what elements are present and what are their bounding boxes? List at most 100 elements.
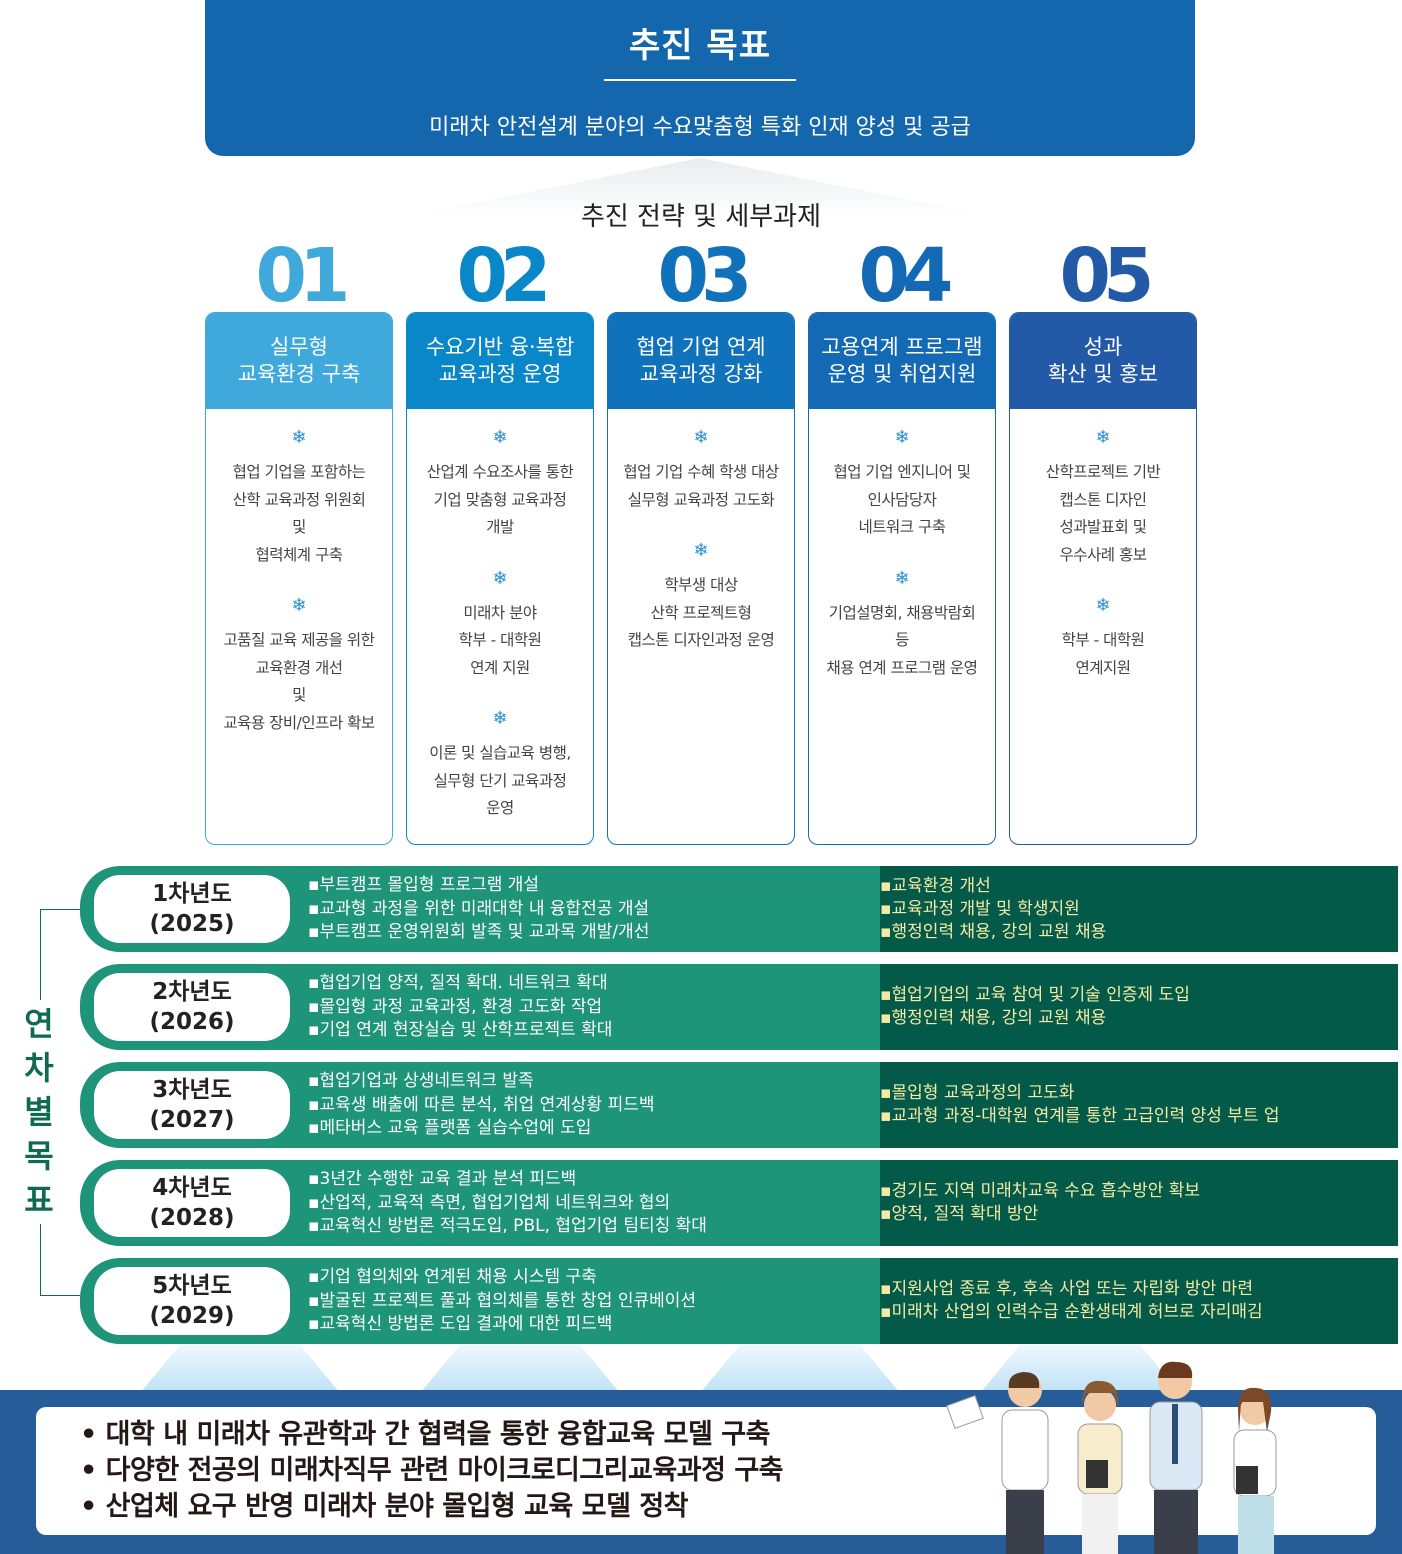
year-goals: ▪협업기업의 교육 참여 및 기술 인증제 도입 ▪행정인력 채용, 강의 교원 …	[862, 964, 1398, 1050]
year-goals: ▪교육환경 개선▪교육과정 개발 및 학생지원▪행정인력 채용, 강의 교원 채…	[862, 866, 1398, 952]
task-item: ▪교과형 과정을 위한 미래대학 내 융합전공 개설	[308, 898, 650, 919]
goal-text: 미래차 안전설계 분야의 수요맞춤형 특화 인재 양성 및 공급	[429, 115, 971, 140]
snowflake-icon: ❄	[291, 427, 307, 448]
goal-title: 추진 목표	[629, 26, 771, 66]
goal-item: ▪행정인력 채용, 강의 교원 채용	[880, 921, 1107, 942]
strategy-column: 고용연계 프로그램 운영 및 취업지원 ❄ 협업 기업 엔지니어 및 인사담당자 네…	[808, 312, 996, 845]
snowflake-icon: ❄	[492, 708, 508, 729]
side-label-char: 표	[24, 1181, 54, 1219]
strategy-title: 고용연계 프로그램 운영 및 취업지원	[809, 313, 995, 409]
strategy-title: 협업 기업 연계 교육과정 강화	[608, 313, 794, 409]
person-icon	[1149, 1361, 1203, 1554]
outcome-item: • 대학 내 미래차 유관학과 간 협력을 통한 융합교육 모델 구축	[80, 1419, 770, 1450]
year-row: ▪교육환경 개선▪교육과정 개발 및 학생지원▪행정인력 채용, 강의 교원 채…	[80, 866, 1398, 952]
person-icon	[1077, 1380, 1123, 1554]
outcome-item: • 다양한 전공의 미래차직무 관련 마이크로디그리교육과정 구축	[80, 1455, 784, 1486]
year-tasks: ▪기업 협의체와 연계된 채용 시스템 구축 ▪발굴된 프로젝트 풀과 협의체를 …	[308, 1266, 696, 1337]
strategy-item: 학부 - 대학원 연계지원	[1061, 631, 1145, 677]
strategy-title: 추진 전략 및 세부과제	[580, 202, 822, 232]
year-label: 1차년도 (2025)	[94, 875, 290, 943]
year-goals: ▪경기도 지역 미래차교육 수요 흡수방안 확보▪양적, 질적 확대 방안	[862, 1160, 1398, 1246]
goal-item: ▪양적, 질적 확대 방안	[880, 1204, 1039, 1224]
goal-item: ▪몰입형 교육과정의 고도화	[880, 1083, 1075, 1103]
strategy-item: 기업설명회, 채용박람회 등 채용 연계 프로그램 운영	[826, 603, 978, 677]
year-tasks: ▪협업기업 양적, 질적 확대. 네트워크 확대 ▪몰입형 과정 교육과정, 환경…	[308, 972, 612, 1043]
arrow-glow	[420, 1345, 620, 1393]
task-item: ▪기업 협의체와 연계된 채용 시스템 구축	[308, 1267, 597, 1287]
strategy-title: 수요기반 융·복합 교육과정 운영	[407, 313, 593, 409]
task-item: ▪몰입형 과정 교육과정, 환경 고도화 작업	[308, 996, 603, 1017]
snowflake-icon: ❄	[492, 567, 508, 589]
snowflake-icon: ❄	[1095, 427, 1111, 448]
strategy-title: 실무형 교육환경 구축	[206, 313, 392, 409]
strategy-item: 산학프로젝트 기반 캡스톤 디자인 성과발표회 및 우수사례 홍보	[1045, 463, 1161, 564]
snowflake-icon: ❄	[1095, 595, 1111, 616]
strategy-number: 04	[858, 233, 954, 319]
task-item: ▪메타버스 교육 플랫폼 실습수업에 도입	[308, 1118, 592, 1138]
side-label-char: 목	[24, 1137, 54, 1175]
strategy-item: 학부생 대상 산학 프로젝트형 캡스톤 디자인과정 운영	[627, 576, 775, 649]
snowflake-icon: ❄	[894, 427, 910, 448]
goal-item: ▪교육과정 개발 및 학생지원	[880, 898, 1080, 919]
goal-item: ▪교과형 과정-대학원 연계를 통한 고급인력 양성 부트 업	[880, 1106, 1280, 1126]
task-item: ▪3년간 수행한 교육 결과 분석 피드백	[308, 1169, 577, 1189]
task-item: ▪교육혁신 방법론 적극도입, PBL, 협업기업 팀티칭 확대	[308, 1216, 707, 1236]
year-row: ▪몰입형 교육과정의 고도화 ▪교과형 과정-대학원 연계를 통한 고급인력 양성…	[80, 1062, 1398, 1148]
snowflake-icon: ❄	[693, 540, 709, 561]
goal-item: ▪협업기업의 교육 참여 및 기술 인증제 도입	[880, 985, 1190, 1005]
year-tasks: ▪3년간 수행한 교육 결과 분석 피드백 ▪산업적, 교육적 측면, 협업기업체…	[308, 1168, 707, 1239]
divider	[604, 79, 796, 81]
person-icon	[1233, 1387, 1277, 1554]
task-item: ▪협업기업과 상생네트워크 발족	[308, 1071, 534, 1091]
goal-item: ▪미래차 산업의 인력수급 순환생태계 허브로 자리매김	[880, 1302, 1263, 1322]
snowflake-icon: ❄	[291, 595, 307, 616]
year-row: ▪협업기업의 교육 참여 및 기술 인증제 도입 ▪행정인력 채용, 강의 교원 …	[80, 964, 1398, 1050]
outcome-item: • 산업체 요구 반영 미래차 분야 몰입형 교육 모델 정착	[80, 1491, 689, 1522]
strategy-number: 02	[456, 233, 552, 319]
strategy-number: 01	[255, 233, 351, 319]
strategy-number: 05	[1059, 233, 1155, 319]
person-icon	[946, 1372, 1049, 1554]
side-label-char: 연	[24, 1005, 54, 1043]
strategy-item: 미래차 분야 학부 - 대학원 연계 지원	[458, 603, 542, 677]
year-row: ▪지원사업 종료 후, 후속 사업 또는 자립화 방안 마련 ▪미래차 산업의 인…	[80, 1258, 1398, 1344]
goal-item: ▪교육환경 개선	[880, 875, 991, 896]
year-goals: ▪지원사업 종료 후, 후속 사업 또는 자립화 방안 마련 ▪미래차 산업의 인…	[862, 1258, 1398, 1344]
arrow-glow	[700, 1345, 900, 1393]
strategy-item: 협업 기업 수혜 학생 대상 실무형 교육과정 고도화	[623, 463, 779, 509]
task-item: ▪산업적, 교육적 측면, 협업기업체 네트워크와 협의	[308, 1192, 671, 1213]
task-item: ▪발굴된 프로젝트 풀과 협의체를 통한 창업 인큐베이션	[308, 1290, 697, 1311]
year-label: 4차년도 (2028)	[94, 1169, 290, 1237]
goal-item: ▪지원사업 종료 후, 후속 사업 또는 자립화 방안 마련	[880, 1279, 1253, 1299]
year-label: 5차년도 (2029)	[94, 1267, 290, 1335]
strategy-item: 고품질 교육 제공을 위한 교육환경 개선 및 교육용 장비/인프라 확보	[223, 631, 375, 732]
people-illustration	[946, 1361, 1277, 1554]
snowflake-icon: ❄	[492, 427, 508, 448]
task-item: ▪교육혁신 방법론 도입 결과에 대한 피드백	[308, 1314, 613, 1334]
strategy-item: 협업 기업 엔지니어 및 인사담당자 네트워크 구축	[833, 463, 971, 536]
strategy-title: 성과 확산 및 홍보	[1010, 313, 1196, 409]
task-item: ▪기업 연계 현장실습 및 산학프로젝트 확대	[308, 1020, 613, 1040]
arrow-glow	[140, 1345, 340, 1393]
goal-item: ▪행정인력 채용, 강의 교원 채용	[880, 1008, 1107, 1028]
snowflake-icon: ❄	[894, 567, 910, 589]
snowflake-icon: ❄	[693, 427, 709, 448]
task-item: ▪협업기업 양적, 질적 확대. 네트워크 확대	[308, 973, 608, 993]
year-tasks: ▪부트캠프 몰입형 프로그램 개설 ▪교과형 과정을 위한 미래대학 내 융합전공…	[308, 874, 649, 945]
side-label-char: 차	[24, 1049, 54, 1087]
strategy-column: 협업 기업 연계 교육과정 강화 ❄ 협업 기업 수혜 학생 대상 실무형 교육과정…	[607, 312, 795, 845]
side-label-char: 별	[24, 1093, 54, 1131]
strategy-column: 실무형 교육환경 구축 ❄ 협업 기업을 포함하는 산학 교육과정 위원회 및 협력…	[205, 312, 393, 845]
year-row: ▪경기도 지역 미래차교육 수요 흡수방안 확보▪양적, 질적 확대 방안 4차…	[80, 1160, 1398, 1246]
task-item: ▪부트캠프 몰입형 프로그램 개설	[308, 875, 540, 895]
task-item: ▪부트캠프 운영위원회 발족 및 교과목 개발/개선	[308, 922, 650, 942]
strategy-item: 협업 기업을 포함하는 산학 교육과정 위원회 및 협력체계 구축	[232, 463, 366, 564]
strategy-column: 수요기반 융·복합 교육과정 운영❄산업계 수요조사를 통한 기업 맞춤형 교육…	[406, 312, 594, 845]
year-label: 2차년도 (2026)	[94, 973, 290, 1041]
year-tasks: ▪협업기업과 상생네트워크 발족▪교육생 배출에 따른 분석, 취업 연계상황 …	[308, 1070, 655, 1141]
strategy-item: 이론 및 실습교육 병행, 실무형 단기 교육과정 운영	[429, 744, 571, 817]
goal-banner: 추진 목표 미래차 안전설계 분야의 수요맞춤형 특화 인재 양성 및 공급	[205, 0, 1195, 156]
strategy-column: 성과 확산 및 홍보 ❄ 산학프로젝트 기반 캡스톤 디자인 성과발표회 및 우수사…	[1009, 312, 1197, 845]
year-goals: ▪몰입형 교육과정의 고도화 ▪교과형 과정-대학원 연계를 통한 고급인력 양성…	[862, 1062, 1398, 1148]
